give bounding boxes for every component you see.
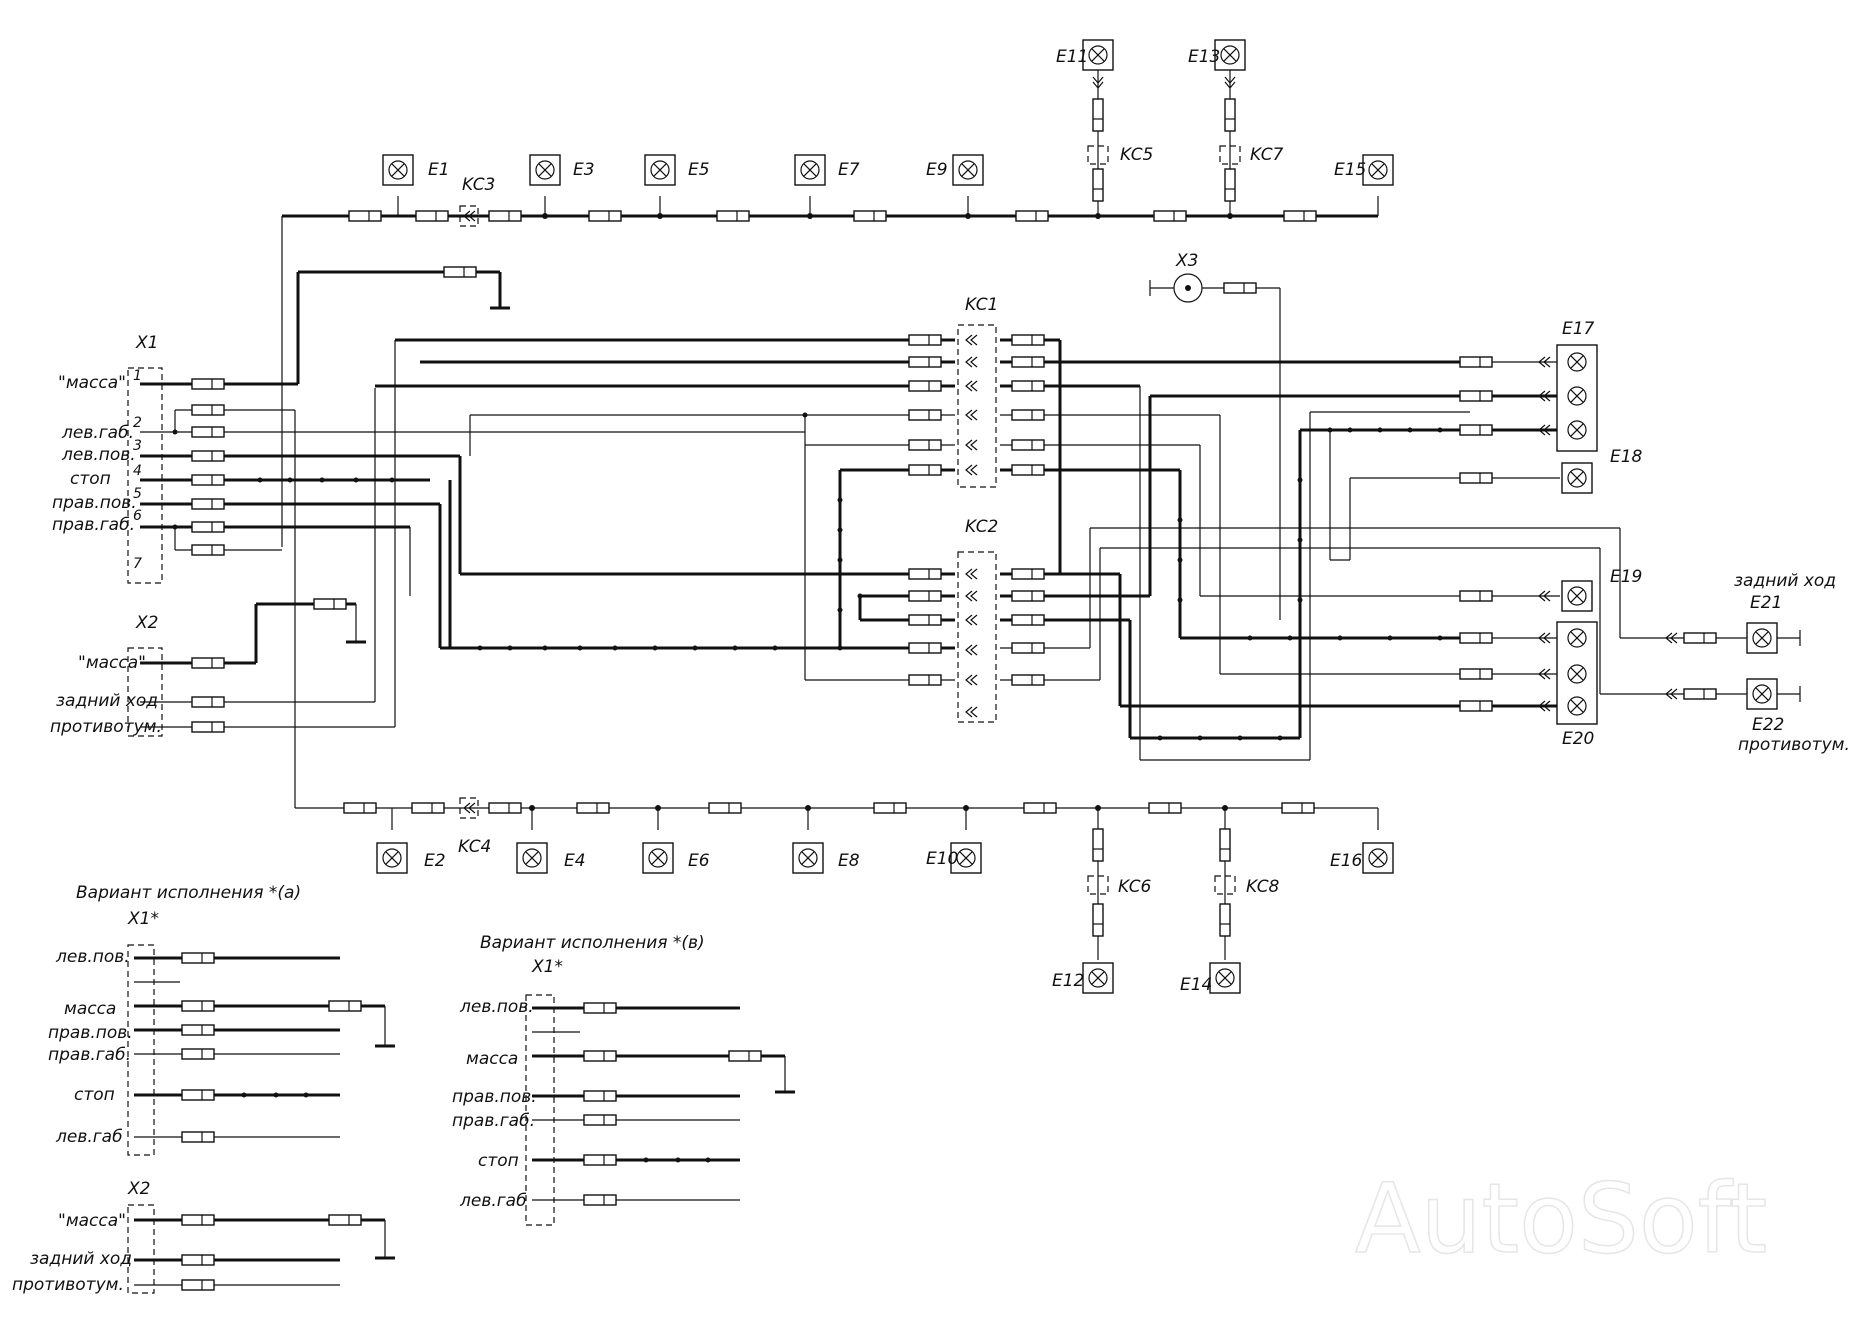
svg-text:5: 5 (133, 486, 142, 502)
variant-a-title: Вариант исполнения *(а) (76, 883, 301, 903)
x2-pin-massa: "масса" (78, 653, 146, 673)
lamp-label-e7: E7 (838, 160, 860, 180)
lamp-label-e3: E3 (573, 160, 595, 180)
right-lamp-labels: E17 E18 E19 E20 E21 E22 задний ход проти… (1562, 319, 1850, 755)
x1-pin-lev-gab: лев.габ. (61, 423, 134, 443)
variant-a-pin-lev-pov: лев.пов. (55, 947, 130, 967)
variant-b-x1-label: X1* (531, 957, 563, 977)
lamp-label-e10: E10 (926, 849, 958, 869)
x1-pin-lev-pov: лев.пов. (61, 445, 136, 465)
bottom-lamp-bus (295, 797, 1379, 960)
watermark: AutoSoft (1355, 1163, 1767, 1275)
x1-pin-massa: "масса" (58, 373, 126, 393)
lamp-label-e12: E12 (1052, 971, 1084, 991)
connector-kc1: KC1 (957, 295, 998, 488)
lamp-label-e9: E9 (926, 160, 948, 180)
e22-protivotum-label: противотум. (1738, 735, 1850, 755)
connector-label-kc2: KC2 (965, 517, 998, 537)
lamp-label-e20: E20 (1562, 729, 1594, 749)
connector-label-kc6: KC6 (1118, 877, 1152, 897)
top-lamps (382, 39, 1394, 186)
connector-x2: X2 "масса" задний ход противотум. (50, 613, 163, 737)
variant-a-x2-pin-zadniy-hod: задний ход (30, 1249, 132, 1269)
connector-label-kc4: KC4 (458, 837, 491, 857)
lamp-label-e1: E1 (428, 160, 450, 180)
variant-b-pin-prav-gab: прав.габ. (452, 1111, 535, 1131)
variant-b-pin-lev-pov: лев.пов. (459, 997, 534, 1017)
variant-b-pin-lev-gab: лев.габ (459, 1191, 527, 1211)
kc-wires (375, 334, 955, 686)
lamp-label-e19: E19 (1610, 567, 1642, 587)
x1-pin-stop: стоп (70, 469, 111, 489)
variant-a-x2-label: X2 (127, 1179, 150, 1199)
connector-label-kc5: KC5 (1120, 145, 1153, 165)
variant-b-pin-stop: стоп (478, 1151, 519, 1171)
variant-a: Вариант исполнения *(а) X1* лев.пов. мас… (12, 883, 395, 1295)
connector-kc2: KC2 (957, 517, 998, 723)
svg-text:1: 1 (133, 368, 142, 384)
variant-b-pin-massa: масса (466, 1049, 518, 1069)
x1-pin-prav-gab: прав.габ. (52, 515, 135, 535)
lamp-label-e16: E16 (1330, 851, 1363, 871)
x2-wires (140, 340, 396, 733)
variant-a-pin-prav-pov: прав.пов. (48, 1023, 133, 1043)
bottom-lamp-labels: E2 E4 E6 E8 E10 E16 E12 E14 KC4 KC6 KC8 (424, 837, 1363, 995)
bottom-lamps (376, 842, 1394, 994)
svg-text:7: 7 (133, 556, 142, 572)
connector-label-kc1: KC1 (965, 295, 998, 315)
connector-x1: 1 2 3 4 5 6 7 X1 "масса" лев.габ. лев.по… (52, 333, 163, 584)
connector-x3: X3 (1149, 251, 1281, 620)
connector-label-kc3: KC3 (462, 175, 495, 195)
lamp-label-e2: E2 (424, 851, 446, 871)
variant-a-x1-label: X1* (127, 909, 159, 929)
x2-pin-zadniy-hod: задний ход (56, 691, 158, 711)
right-wiring (1000, 334, 1760, 761)
lamp-label-e17: E17 (1562, 319, 1595, 339)
svg-text:3: 3 (133, 438, 142, 454)
top-lamp-bus (281, 70, 1379, 547)
connector-label-x2: X2 (135, 613, 158, 633)
connector-label-kc7: KC7 (1250, 145, 1284, 165)
variant-a-x2-pin-massa: "масса" (58, 1211, 126, 1231)
e21-zadniy-hod-label: задний ход (1734, 571, 1836, 591)
x2-pin-protivotum: противотум. (50, 717, 162, 737)
svg-text:4: 4 (133, 463, 142, 479)
connector-label-x1: X1 (135, 333, 158, 353)
lamp-label-e15: E15 (1334, 160, 1366, 180)
variant-a-pin-lev-gab: лев.габ (55, 1127, 123, 1147)
connector-label-kc8: KC8 (1246, 877, 1280, 897)
lamp-label-e5: E5 (688, 160, 710, 180)
lamp-label-e13: E13 (1188, 47, 1220, 67)
lamp-label-e4: E4 (564, 851, 586, 871)
variant-a-pin-prav-gab: прав.габ. (48, 1045, 131, 1065)
lamp-label-e21: E21 (1750, 593, 1782, 613)
lamp-label-e6: E6 (688, 851, 710, 871)
lamp-label-e18: E18 (1610, 447, 1643, 467)
lamp-label-e14: E14 (1180, 975, 1212, 995)
x1-wires (140, 266, 805, 808)
variant-a-x2-pin-protivotum: противотум. (12, 1275, 124, 1295)
connector-label-x3: X3 (1175, 251, 1198, 271)
variant-b-pin-prav-pov: прав.пов. (452, 1087, 537, 1107)
svg-text:6: 6 (133, 508, 142, 524)
x1-pin-prav-pov: прав.пов. (52, 493, 137, 513)
variant-a-pin-stop: стоп (74, 1085, 115, 1105)
lamp-label-e22: E22 (1752, 715, 1784, 735)
lamp-label-e8: E8 (838, 851, 860, 871)
top-lamp-labels: E1 E3 E5 E7 E9 E15 E11 E13 KC3 KC5 KC7 (428, 47, 1366, 195)
variant-a-pin-massa: масса (64, 999, 116, 1019)
lamp-label-e11: E11 (1056, 47, 1088, 67)
svg-text:2: 2 (133, 415, 142, 431)
variant-b: Вариант исполнения *(в) X1* лев.пов. мас… (452, 933, 795, 1226)
variant-b-title: Вариант исполнения *(в) (480, 933, 705, 953)
right-lamps (1556, 344, 1801, 725)
